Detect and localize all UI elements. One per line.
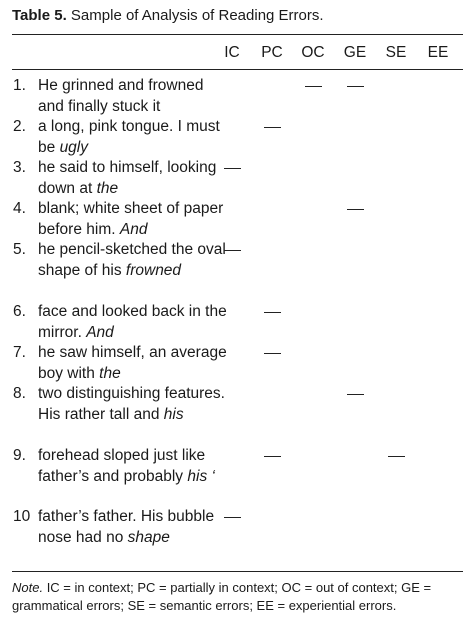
error-mark-pc [264, 456, 281, 457]
row-text-italic: shape [127, 528, 170, 546]
column-header-ee: EE [427, 44, 449, 61]
table-note: Note. IC = in context; PC = partially in… [12, 579, 464, 615]
table-caption: Table 5. Sample of Analysis of Reading E… [12, 7, 324, 24]
table-label: Table 5. [12, 7, 67, 24]
row-text-italic: the [99, 364, 121, 382]
row-text-plain: he saw himself, an average boy with [38, 344, 227, 382]
row-text-plain: He grinned and frowned and finally stuck… [38, 77, 204, 115]
row-text-italic: And [86, 323, 114, 341]
row-text-italic: the [96, 179, 119, 197]
column-header-oc: OC [301, 44, 325, 61]
row-text-italic: frowned [125, 261, 182, 279]
row-text-plain: face and looked back in the mirror. [38, 303, 227, 341]
row-number: 10 [13, 508, 31, 525]
error-mark-se [388, 456, 405, 457]
error-mark-pc [264, 312, 281, 313]
row-number: 8. [13, 385, 26, 402]
row-number: 1. [13, 77, 26, 94]
row-text: two distinguishing features. His rather … [38, 384, 228, 425]
row-text-italic: his ‘ [187, 467, 215, 485]
error-mark-ic [224, 168, 241, 169]
row-text-plain: a long, pink tongue. I must be [38, 118, 220, 156]
row-text-italic: his [163, 405, 184, 423]
row-text-plain: blank; white sheet of paper before him. [38, 200, 224, 238]
row-text: he saw himself, an average boy with the [38, 343, 228, 384]
row-text: a long, pink tongue. I must be ugly [38, 117, 228, 158]
row-number: 9. [13, 447, 26, 464]
row-text-plain: he pencil-sketched the oval shape of his [38, 241, 226, 279]
column-header-pc: PC [261, 44, 283, 61]
column-header-ic: IC [224, 44, 240, 61]
error-mark-ge [347, 86, 364, 87]
error-mark-pc [264, 353, 281, 354]
row-number: 7. [13, 344, 26, 361]
row-text: blank; white sheet of paper before him. … [38, 199, 228, 240]
row-text-plain: two distinguishing features. His rather … [38, 385, 225, 423]
top-rule [12, 34, 463, 35]
row-text-plain: he said to himself, looking down at [38, 159, 217, 197]
note-text: IC = in context; PC = partially in conte… [12, 580, 432, 613]
row-number: 4. [13, 200, 26, 217]
row-text: forehead sloped just like father’s and p… [38, 446, 228, 487]
error-mark-ge [347, 209, 364, 210]
row-text: he said to himself, looking down at the [38, 158, 228, 199]
row-number: 2. [13, 118, 26, 135]
row-number: 3. [13, 159, 26, 176]
row-text: he pencil-sketched the oval shape of his… [38, 240, 228, 281]
note-label: Note. [12, 580, 44, 595]
row-number: 6. [13, 303, 26, 320]
error-mark-ic [224, 517, 241, 518]
column-header-ge: GE [343, 44, 367, 61]
row-text-plain: forehead sloped just like father’s and p… [38, 447, 206, 485]
row-text: face and looked back in the mirror. And [38, 302, 228, 343]
error-mark-ic [224, 250, 241, 251]
row-text-italic: And [119, 220, 148, 238]
row-number: 5. [13, 241, 26, 258]
row-text: He grinned and frowned and finally stuck… [38, 76, 228, 117]
row-text: father’s father. His bubble nose had no … [38, 507, 228, 548]
header-rule [12, 69, 463, 70]
row-text-plain: father’s father. His bubble nose had no [38, 508, 215, 546]
table-title: Sample of Analysis of Reading Errors. [70, 7, 324, 24]
row-text-italic: ugly [59, 138, 88, 156]
column-header-se: SE [385, 44, 407, 61]
error-mark-pc [264, 127, 281, 128]
bottom-rule [12, 571, 463, 572]
error-mark-oc [305, 86, 322, 87]
error-mark-ge [347, 394, 364, 395]
